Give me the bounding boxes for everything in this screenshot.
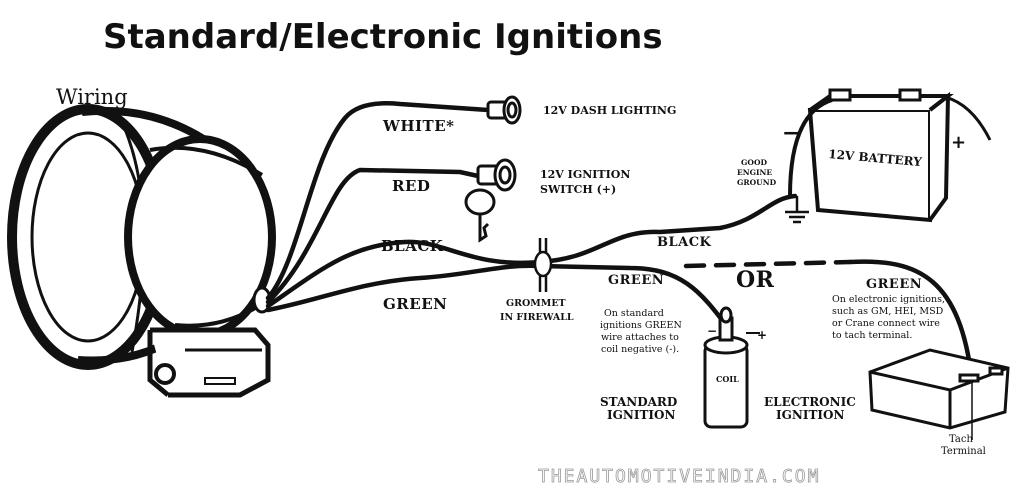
- battery-plus-icon: +: [951, 132, 966, 153]
- black-wire: [265, 193, 798, 309]
- standard-note-4: coil negative (-).: [601, 344, 679, 355]
- standard-note-1: On standard: [604, 308, 664, 319]
- battery-ground-cable: [788, 98, 833, 197]
- coil-label: COIL: [716, 374, 739, 384]
- green-wire-dashed: [683, 259, 853, 269]
- white-wire-label: WHITE*: [382, 117, 454, 135]
- diagram-title: Standard/Electronic Ignitions: [103, 17, 663, 57]
- tachometer-gauge: [7, 104, 276, 398]
- tach-terminal-label-2: Terminal: [941, 446, 986, 457]
- black-wire-label: BLACK: [381, 237, 444, 255]
- electronic-note-3: or Crane connect wire: [832, 318, 940, 329]
- dash-light-bulb-icon: [486, 95, 522, 125]
- ignition-switch-label-2: SWITCH (+): [540, 183, 616, 196]
- electronic-ignition-label-2: IGNITION: [776, 408, 844, 422]
- ground-label-3: GROUND: [737, 178, 777, 187]
- grommet-icon: [533, 238, 553, 292]
- gauge-wires: [265, 101, 975, 383]
- red-wire-label: RED: [392, 177, 430, 195]
- ignition-coil-icon: [703, 306, 749, 429]
- battery-icon: [807, 88, 954, 223]
- electronic-ignition-label-1: ELECTRONIC: [764, 395, 856, 409]
- ground-label-2: ENGINE: [737, 168, 772, 177]
- ground-icon: [785, 196, 809, 224]
- standard-ignition-label-1: STANDARD: [600, 395, 677, 409]
- ignition-key-icon: [464, 158, 517, 243]
- ground-label-1: GOOD: [741, 158, 767, 167]
- tach-terminal-label-1: Tach: [949, 434, 973, 445]
- coil-negative-icon: −: [707, 324, 717, 338]
- grommet-label-2: IN FIREWALL: [500, 312, 574, 323]
- red-wire: [265, 167, 481, 305]
- standard-ignition-label-2: IGNITION: [607, 408, 675, 422]
- electronic-note-1: On electronic ignitions,: [832, 294, 945, 305]
- coil-positive-icon: +: [757, 328, 767, 342]
- green-wire-label: GREEN: [383, 295, 447, 313]
- standard-note-2: ignitions GREEN: [600, 320, 682, 331]
- standard-note-3: wire attaches to: [601, 332, 679, 343]
- black-wire-right-label: BLACK: [657, 235, 712, 250]
- ignition-switch-label-1: 12V IGNITION: [540, 168, 630, 181]
- watermark: THEAUTOMOTIVEINDIA.COM: [538, 466, 820, 487]
- electronic-ignition-module-icon: [868, 348, 1010, 430]
- grommet-label-1: GROMMET: [506, 298, 566, 309]
- electronic-note-2: such as GM, HEI, MSD: [832, 306, 944, 317]
- electronic-note-4: to tach terminal.: [832, 330, 912, 341]
- dash-lighting-label: 12V DASH LIGHTING: [543, 104, 676, 117]
- green-wire-right-label: GREEN: [866, 277, 922, 292]
- white-wire: [265, 101, 491, 301]
- green-wire-mid-label: GREEN: [608, 273, 664, 288]
- green-wire-right: [847, 259, 975, 383]
- green-wire: [265, 263, 731, 331]
- or-label: OR: [736, 267, 775, 293]
- battery-positive-cable: [939, 94, 992, 141]
